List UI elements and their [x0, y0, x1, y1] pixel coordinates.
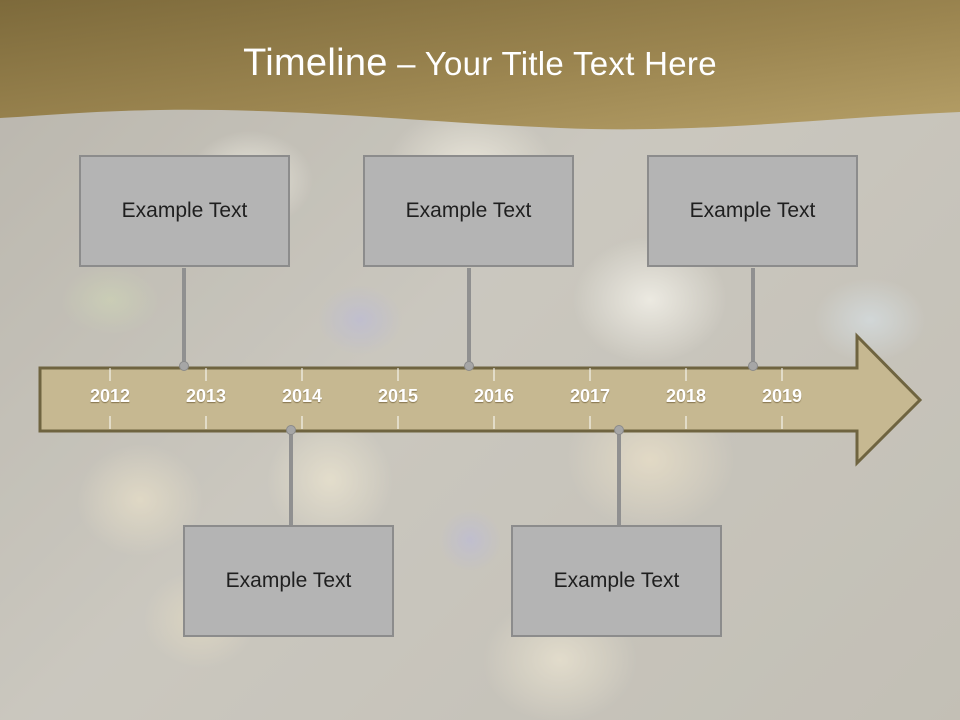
year-label-2014: 2014	[281, 386, 323, 406]
callout-connector	[289, 431, 293, 527]
callout-marker-dot	[464, 361, 474, 371]
callout-marker-dot	[286, 425, 296, 435]
year-label-2015: 2015	[377, 386, 419, 406]
slide-title: Timeline – Your Title Text Here	[0, 42, 960, 85]
year-label-2017: 2017	[569, 386, 611, 406]
year-label-2016: 2016	[473, 386, 515, 406]
callout-marker-dot	[748, 361, 758, 371]
callout-marker-dot	[179, 361, 189, 371]
callout-connector	[617, 431, 621, 527]
callout-box-top-2[interactable]: Example Text	[363, 155, 574, 267]
callout-box-top-1[interactable]: Example Text	[79, 155, 290, 267]
year-label-2012: 2012	[89, 386, 131, 406]
callout-marker-dot	[614, 425, 624, 435]
year-label-2013: 2013	[185, 386, 227, 406]
year-label-2018: 2018	[665, 386, 707, 406]
callout-box-bottom-2[interactable]: Example Text	[511, 525, 722, 637]
callout-connector	[467, 268, 471, 366]
callout-box-top-3[interactable]: Example Text	[647, 155, 858, 267]
callout-connector	[751, 268, 755, 366]
callout-box-bottom-1[interactable]: Example Text	[183, 525, 394, 637]
title-rest: – Your Title Text Here	[387, 45, 717, 82]
callout-connector	[182, 268, 186, 366]
header-band	[0, 0, 960, 130]
year-label-2019: 2019	[761, 386, 803, 406]
title-lead: Timeline	[243, 42, 388, 84]
